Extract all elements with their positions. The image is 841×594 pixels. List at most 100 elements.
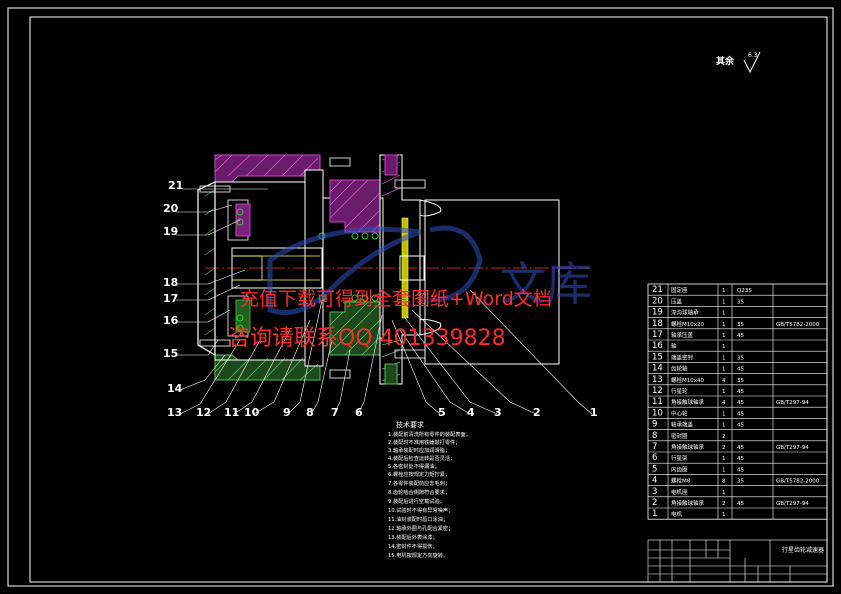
svg-text:8.齿轮啮合侧隙符合要求；: 8.齿轮啮合侧隙符合要求；: [388, 488, 450, 496]
callout-5: 5: [438, 406, 446, 419]
bom-qty: 4: [722, 400, 726, 406]
svg-text:2.装配时不准用铁锤敲打零件；: 2.装配时不准用铁锤敲打零件；: [388, 438, 460, 446]
bom-no: 13: [652, 375, 663, 385]
bom-no: 11: [652, 397, 663, 407]
callout-1: 1: [590, 406, 598, 419]
bom-name: 电机座: [671, 488, 688, 496]
bom-qty: 1: [722, 322, 726, 328]
svg-text:1.装配前清洗所有零件的装配表面；: 1.装配前清洗所有零件的装配表面；: [388, 430, 471, 438]
bom-qty: 1: [722, 389, 726, 395]
callout-labels: 21 20 19 18 17 16 15 14 13 12 11 10 9 8 …: [163, 179, 598, 419]
bom-no: 20: [652, 296, 663, 306]
bom-standard: GB/T297-94: [776, 400, 809, 406]
bom-no: 15: [652, 352, 663, 362]
roughness-note: 其余 6.3: [716, 51, 761, 74]
bom-material: 45: [737, 367, 744, 373]
callout-12: 12: [196, 406, 211, 419]
svg-text:3.轴承装配时应加润滑脂；: 3.轴承装配时应加润滑脂；: [388, 446, 450, 454]
svg-text:9.装配后进行空载试验；: 9.装配后进行空载试验；: [388, 497, 445, 505]
callout-8: 8: [306, 406, 314, 419]
callout-10: 10: [244, 406, 260, 419]
bom-name: 螺栓M10x20: [671, 320, 704, 328]
bom-no: 6: [652, 453, 657, 463]
svg-text:15.电机按规定方向旋转。: 15.电机按规定方向旋转。: [388, 551, 448, 559]
bom-qty: 1: [722, 411, 726, 417]
bom-name: 行星架: [671, 454, 688, 462]
bom-name: 角接触球轴承: [671, 398, 705, 406]
bom-name: 行星轮: [671, 387, 688, 395]
bom-material: 35: [737, 299, 744, 305]
callout-3: 3: [494, 406, 502, 419]
watermark-logo: 文库: [267, 225, 592, 315]
callout-7: 7: [331, 406, 339, 419]
bom-no: 10: [652, 408, 663, 418]
bom-material: 45: [737, 456, 744, 462]
bom-qty: 2: [722, 434, 726, 440]
bom-material: 45: [737, 400, 744, 406]
callout-20: 20: [163, 202, 179, 215]
svg-text:7.各零件装配前应去毛刺；: 7.各零件装配前应去毛刺；: [388, 479, 450, 487]
svg-text:12.轴承外圈与孔配合紧密；: 12.轴承外圈与孔配合紧密；: [388, 524, 453, 532]
bom-name: 固定座: [671, 286, 688, 294]
bom-qty: 1: [722, 423, 726, 429]
bom-material: 45: [737, 423, 744, 429]
bom-no: 18: [652, 319, 663, 329]
bom-no: 17: [652, 330, 663, 340]
technical-requirements: 技术要求 1.装配前清洗所有零件的装配表面； 2.装配时不准用铁锤敲打零件； 3…: [388, 420, 471, 559]
svg-text:6.螺栓应按规定力矩拧紧；: 6.螺栓应按规定力矩拧紧；: [388, 470, 450, 478]
callout-2: 2: [533, 406, 541, 419]
bom-name: 内齿圈: [671, 465, 688, 473]
bom-qty: 4: [722, 378, 726, 384]
bom-material: Q235: [737, 288, 752, 294]
bom-qty: 1: [722, 333, 726, 339]
watermark-line-1: 充值下载可得到全套图纸+Word文档: [240, 288, 552, 310]
drawing-title: 行星齿轮减速器: [782, 546, 824, 554]
bom-no: 12: [652, 386, 663, 396]
upper-housing: [214, 154, 321, 183]
motor-outline: [424, 199, 560, 365]
bom-qty: 2: [722, 501, 726, 507]
title-block: [647, 539, 828, 583]
callout-6: 6: [355, 406, 363, 419]
bom-name: 角接触球轴承: [671, 443, 705, 451]
bom-name: 螺栓M8: [671, 477, 691, 485]
callout-9: 9: [283, 406, 291, 419]
bom-no: 3: [652, 487, 657, 497]
bom-no: 2: [652, 498, 657, 508]
bom-material: 45: [737, 333, 744, 339]
svg-text:14.密封件不得损伤；: 14.密封件不得损伤；: [388, 542, 438, 550]
bom-standard: GB/T297-94: [776, 501, 809, 507]
callout-18: 18: [163, 276, 178, 289]
bom-qty: 1: [722, 512, 726, 518]
svg-text:10.试验时不得有异常噪声；: 10.试验时不得有异常噪声；: [388, 506, 453, 514]
bom-material: 35: [737, 355, 744, 361]
bom-material: 45: [737, 467, 744, 473]
bom-name: 压盖: [671, 297, 683, 305]
callout-19: 19: [163, 225, 178, 238]
bom-no: 9: [652, 420, 657, 430]
bom-standard: GB/T297-94: [776, 445, 809, 451]
bom-name: 轴: [671, 342, 677, 350]
bom-no: 19: [652, 308, 663, 318]
bom-material: 45: [737, 389, 744, 395]
bom-material: 45: [737, 501, 744, 507]
callout-17: 17: [163, 292, 178, 305]
bom-qty: 1: [722, 311, 726, 317]
callout-14: 14: [167, 382, 183, 395]
bom-qty: 1: [722, 355, 726, 361]
callout-21: 21: [168, 179, 183, 192]
bom-no: 1: [652, 509, 657, 519]
bom-material: 45: [737, 411, 744, 417]
roughness-symbol-value: 6.3: [748, 52, 758, 59]
watermark-logo-text: 文库: [500, 257, 592, 311]
bom-no: 21: [652, 285, 663, 295]
roughness-note-text: 其余: [716, 55, 735, 67]
bom-name: 密封圈: [671, 432, 688, 440]
bom-material: 45: [737, 445, 744, 451]
callout-11: 11: [224, 406, 239, 419]
bom-qty: 2: [722, 445, 726, 451]
bom-standard: GB/T5782-2000: [776, 322, 820, 328]
outer-border: [7, 7, 834, 587]
bom-no: 5: [652, 464, 657, 474]
svg-text:5.各密封处不得漏油；: 5.各密封处不得漏油；: [388, 462, 440, 470]
